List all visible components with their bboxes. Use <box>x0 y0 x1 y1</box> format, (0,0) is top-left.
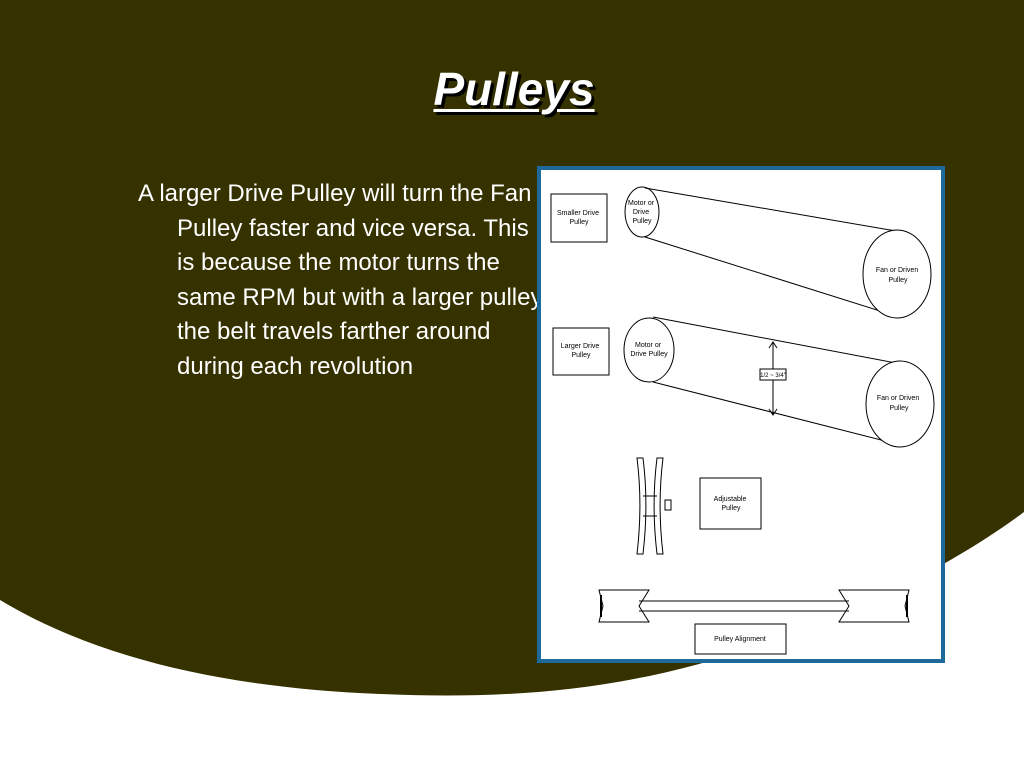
fan-pulley-2 <box>865 360 935 448</box>
alignment-label-box <box>694 623 787 655</box>
belt-top-1 <box>644 187 897 232</box>
slide-title: Pulleys <box>433 63 595 115</box>
adjustable-setscrew <box>664 499 672 511</box>
belt-bottom-2 <box>652 381 902 446</box>
adjustable-label-box <box>699 477 762 530</box>
tension-label: 1/2 ~ 3/4" <box>760 373 786 379</box>
fan-pulley-1 <box>862 229 932 319</box>
alignment-left-pulley <box>598 589 650 623</box>
adjustable-label: Adjustable Pulley <box>714 496 749 512</box>
adjustable-pulley-right-flange <box>653 457 664 555</box>
smaller-drive-label-box <box>550 193 608 243</box>
body-paragraph: A larger Drive Pulley will turn the Fan … <box>138 180 543 380</box>
tension-arrow-bottom <box>768 408 778 416</box>
pulley-diagram-drawing: Smaller Drive Pulley Motor or Drive Pull… <box>550 186 935 655</box>
alignment-right-pulley <box>838 589 910 623</box>
tension-arrow-top <box>768 341 778 349</box>
larger-drive-label-box <box>552 327 610 376</box>
motor-drive-label-2: Motor or Drive Pulley <box>630 342 668 358</box>
tension-label-box <box>759 368 787 381</box>
motor-drive-label-1: Motor or Drive Pulley <box>628 200 656 225</box>
belt-bottom-1 <box>644 236 897 317</box>
fan-driven-label-1: Fan or Driven Pulley <box>876 267 920 284</box>
fan-driven-label-2: Fan or Driven Pulley <box>877 395 921 412</box>
belt-top-2 <box>652 316 902 365</box>
larger-drive-label: Larger Drive Pulley <box>561 343 601 359</box>
alignment-label: Pulley Alignment <box>714 636 766 643</box>
small-motor-pulley <box>624 186 660 238</box>
pulley-diagram: Smaller Drive Pulley Motor or Drive Pull… <box>537 166 945 663</box>
smaller-drive-label: Smaller Drive Pulley <box>557 210 601 226</box>
adjustable-pulley-left-flange <box>636 457 647 555</box>
large-motor-pulley <box>623 317 675 383</box>
